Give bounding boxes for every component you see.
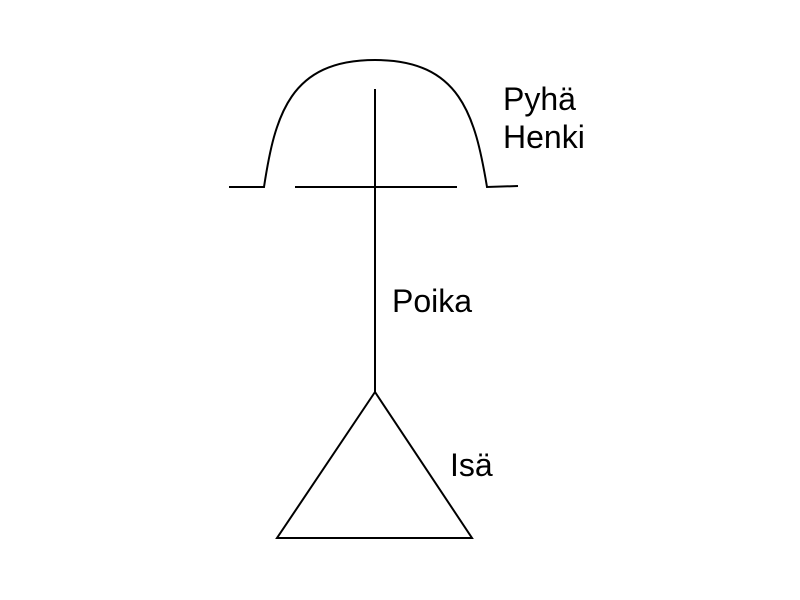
holy-spirit-label-line1: Pyhä <box>503 81 576 117</box>
father-triangle <box>275 390 474 539</box>
holy-spirit-label: Pyhä Henki <box>503 80 585 156</box>
son-label: Poika <box>392 283 473 319</box>
father-label: Isä <box>450 447 493 483</box>
spirit-dome-shape <box>229 58 519 189</box>
holy-spirit-label-line2: Henki <box>503 119 585 155</box>
